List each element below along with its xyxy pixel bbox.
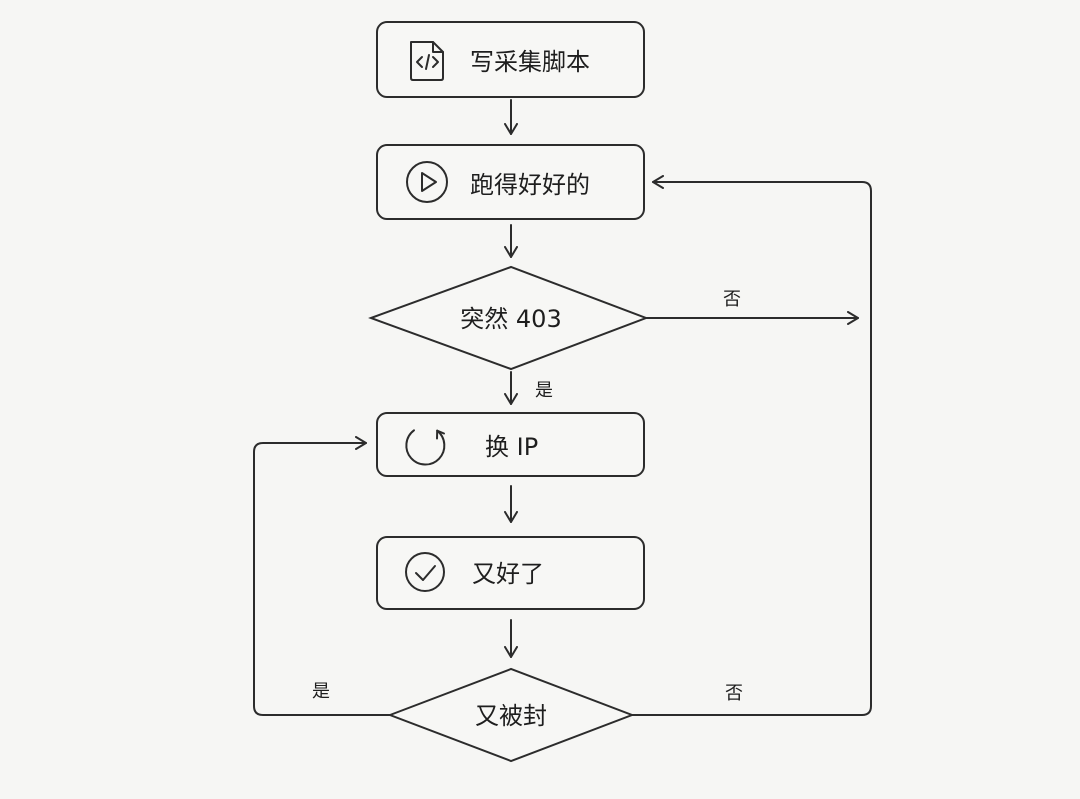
arrow-blocked-yes-loop — [253, 436, 391, 716]
arrow-blocked-no-loop — [631, 175, 872, 716]
node-write-script: 写采集脚本 — [376, 21, 645, 98]
edge-label-403-yes: 是 — [535, 380, 553, 401]
decision-sudden-403: 突然 403 — [368, 265, 649, 371]
node-fine-again: 又好了 — [376, 536, 645, 610]
check-circle-icon — [405, 552, 445, 592]
node-runs-fine: 跑得好好的 — [376, 144, 645, 220]
edge-label-403-no: 否 — [723, 289, 741, 310]
node-label: 又好了 — [472, 560, 544, 588]
node-label: 换 IP — [485, 433, 538, 461]
play-icon — [406, 161, 448, 203]
node-label: 跑得好好的 — [470, 171, 590, 199]
edge-label-blocked-no: 否 — [725, 683, 743, 704]
node-switch-ip: 换 IP — [376, 412, 645, 477]
edge-label-blocked-yes: 是 — [312, 681, 330, 702]
refresh-icon — [405, 429, 446, 466]
node-box — [376, 412, 645, 477]
node-box — [376, 144, 645, 220]
code-file-icon — [410, 41, 444, 81]
decision-label: 突然 403 — [460, 305, 561, 333]
node-label: 写采集脚本 — [470, 48, 590, 76]
decision-blocked-again: 又被封 — [387, 667, 635, 763]
decision-label: 又被封 — [475, 702, 547, 730]
node-box — [376, 536, 645, 610]
